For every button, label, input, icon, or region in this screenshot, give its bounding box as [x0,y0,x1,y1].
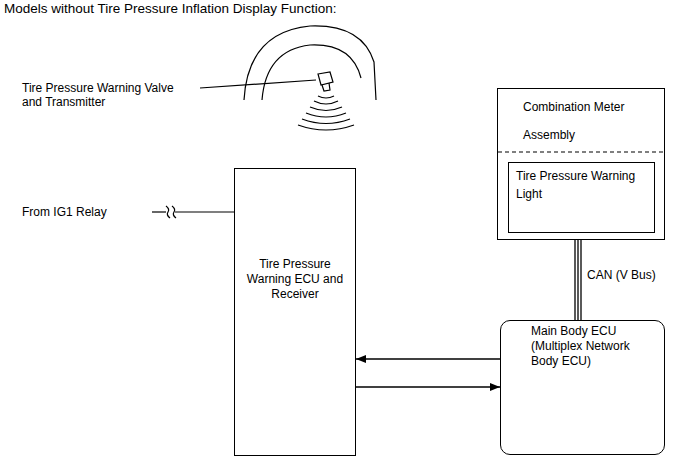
meter-assembly-box: Combination Meter AssemblyTire Pressure … [497,88,665,240]
connector-line [356,358,500,359]
leader-line [200,80,316,88]
body-ecu-box: Main Body ECU (Multiplex Network Body EC… [500,320,665,455]
tire-rim [262,45,361,100]
power-wire [152,211,166,212]
part-name: Tire Pressure Warning Valve and Transmit… [22,81,182,109]
ecu-receiver-box: Tire Pressure Warning ECU and Receiver [234,168,356,456]
warning-light-box: Tire Pressure Warning Light [508,162,655,233]
signal-arrow [356,359,500,360]
tire-outline [244,26,376,100]
meter-divider [498,151,664,152]
bus-label: CAN (V Bus) [587,268,656,282]
connector-line [356,386,500,387]
connector-line [574,240,575,320]
connector-line [577,240,578,320]
valve-body [318,72,333,85]
radio-wave [298,125,354,130]
box-label: Main Body ECU (Multiplex Network Body EC… [531,324,656,369]
radio-wave [302,119,350,124]
box-label: Combination Meter Assembly [523,93,658,149]
radio-wave [310,107,342,111]
radio-wave [318,96,334,98]
diagram-title: Models without Tire Pressure Inflation D… [4,1,336,17]
connector-line [580,240,581,320]
signal-arrow [356,387,500,388]
box-label: Tire Pressure Warning Light [516,167,648,203]
box-label: Tire Pressure Warning ECU and Receiver [243,257,347,302]
power-wire [175,211,234,212]
radio-wave [314,101,338,104]
valve-stem [322,83,330,91]
radio-wave [306,113,346,117]
can-bus-line [575,240,581,320]
wire-break [166,206,170,218]
signal-name: From IG1 Relay [22,205,142,219]
